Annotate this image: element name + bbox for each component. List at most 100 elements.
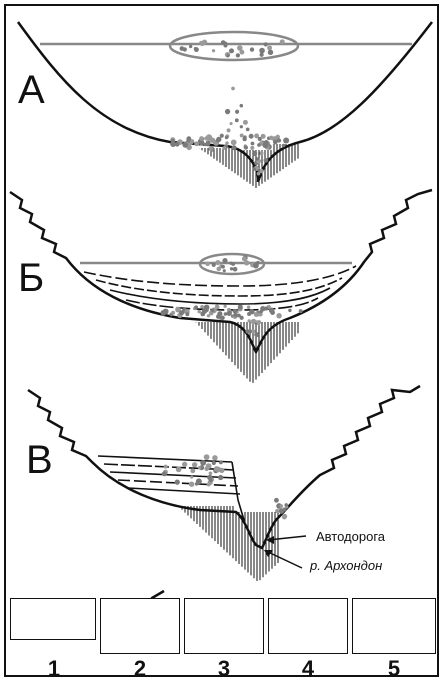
sediment-dot (284, 503, 288, 507)
sediment-dot (182, 142, 188, 148)
sediment-dot (216, 306, 219, 309)
sediment-dot (194, 47, 199, 52)
sediment-dot (207, 475, 212, 480)
sediment-dot (240, 125, 243, 128)
sediment-dot (200, 460, 206, 466)
legend-box-4 (268, 598, 348, 654)
sediment-dot (227, 311, 232, 316)
sediment-dot (220, 316, 224, 320)
sediment-dot (247, 305, 250, 308)
sediment-dot (259, 48, 265, 54)
sediment-dot (257, 143, 261, 147)
sediment-dot (273, 140, 278, 145)
sediment-dot (217, 467, 220, 470)
sediment-dot (212, 461, 216, 465)
sediment-dot (176, 467, 182, 473)
sediment-dot (248, 319, 251, 322)
legend-number-4: 4 (298, 656, 318, 682)
sediment-dot (211, 309, 214, 312)
sediment-dot (231, 262, 235, 266)
sediment-dot (210, 138, 215, 143)
sediment-dot (215, 260, 220, 265)
sediment-dot (238, 304, 243, 309)
sediment-dot (275, 509, 279, 513)
sediment-dot (218, 475, 223, 480)
sediment-dot (264, 158, 269, 163)
legend-number-5: 5 (384, 656, 404, 682)
sediment-dot (269, 308, 274, 313)
sediment-dot (222, 146, 226, 150)
sediment-dot (216, 314, 221, 319)
sediment-dot (251, 329, 255, 333)
sediment-dot (237, 314, 241, 318)
sediment-dot (249, 134, 254, 139)
sediment-dot (225, 136, 228, 139)
sediment-dot (282, 144, 286, 148)
sediment-dot (189, 45, 192, 48)
sediment-dot (192, 462, 197, 467)
sediment-dot (235, 110, 239, 114)
sediment-dot (235, 118, 239, 122)
sediment-dot (199, 136, 204, 141)
sediment-dot (216, 138, 220, 142)
sediment-dot (230, 122, 233, 125)
sediment-dot (231, 87, 235, 91)
sediment-dot (204, 305, 210, 311)
sediment-dot (276, 313, 281, 318)
sediment-dot (194, 305, 198, 309)
sediment-dot (233, 313, 237, 317)
sediment-dot (253, 168, 256, 171)
sediment-dot (240, 104, 244, 108)
sediment-dot (204, 136, 208, 140)
sediment-dot (171, 311, 175, 315)
sediment-dot (259, 310, 263, 314)
sediment-dot (200, 305, 204, 309)
river-pointer (268, 552, 302, 568)
sediment-dot (233, 309, 238, 314)
legend-number-3: 3 (214, 656, 234, 682)
sediment-dot (219, 461, 223, 465)
sediment-dot (204, 143, 207, 146)
sediment-dot (259, 53, 263, 57)
sediment-dot (185, 312, 189, 316)
sediment-dot (223, 269, 226, 272)
sediment-dot (229, 48, 234, 53)
sediment-dot (280, 39, 285, 44)
river-label: р. Архондон (310, 558, 382, 573)
sediment-dot (233, 267, 238, 272)
sediment-dot (243, 120, 248, 125)
sediment-dot (274, 498, 279, 503)
sediment-dot (162, 471, 167, 476)
sediment-dot (198, 466, 201, 469)
sediment-dot (269, 136, 273, 140)
panel-c-sediment (162, 454, 289, 519)
sediment-dot (250, 146, 254, 150)
sediment-dot (239, 50, 244, 55)
sediment-dot (216, 267, 221, 272)
sediment-dot (236, 53, 240, 57)
sediment-dot (268, 50, 273, 55)
sediment-dot (232, 145, 237, 150)
sediment-dot (250, 47, 254, 51)
sediment-dot (231, 139, 237, 145)
sediment-dot (246, 128, 250, 132)
sediment-dot (163, 309, 169, 315)
legend-box-5 (352, 598, 436, 654)
sediment-dot (288, 309, 291, 312)
sediment-dot (190, 468, 195, 473)
sediment-dot (264, 42, 268, 46)
sediment-dot (199, 41, 202, 44)
sediment-dot (283, 508, 287, 512)
sediment-dot (251, 142, 255, 146)
sediment-dot (261, 134, 266, 139)
sediment-dot (279, 504, 283, 508)
sediment-dot (223, 305, 226, 308)
sediment-dot (252, 151, 257, 156)
sediment-dot (197, 310, 200, 313)
sediment-dot (257, 172, 261, 176)
sediment-dot (256, 157, 259, 160)
panel-b-valley (10, 190, 432, 383)
sediment-dot (249, 309, 254, 314)
